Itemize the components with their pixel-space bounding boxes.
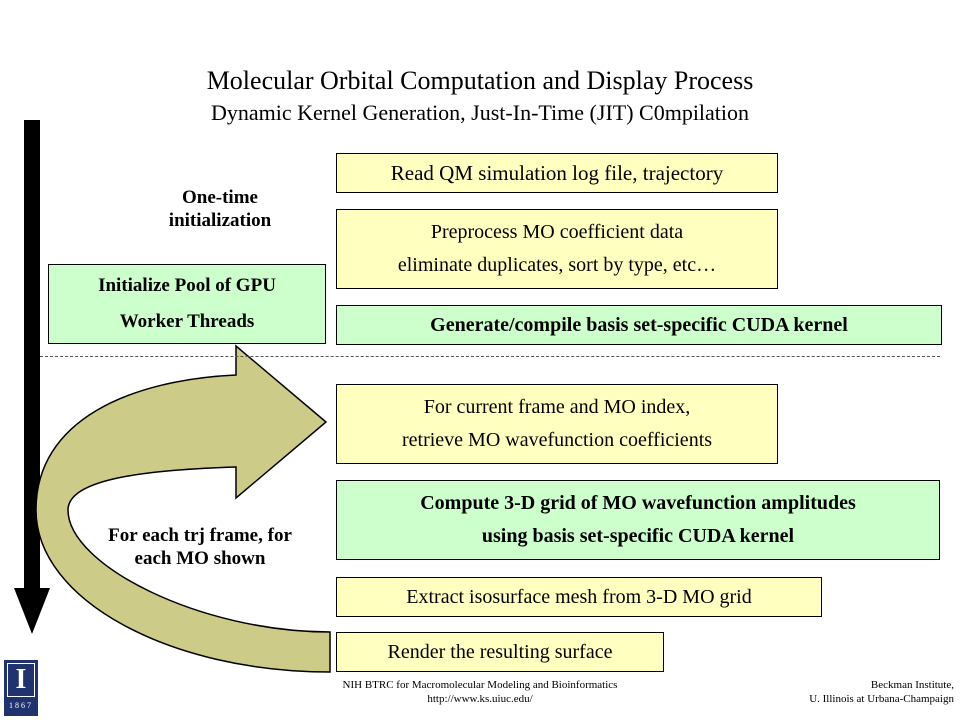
loop-section-label: For each trj frame, for each MO shown bbox=[62, 524, 338, 570]
university-seal-icon: I 1867 bbox=[4, 660, 38, 716]
footer-line: U. Illinois at Urbana-Champaign bbox=[809, 693, 954, 705]
step-read-log-box: Read QM simulation log file, trajectory bbox=[336, 153, 778, 193]
box-line: retrieve MO wavefunction coefficients bbox=[401, 429, 713, 451]
footer-center: NIH BTRC for Macromolecular Modeling and… bbox=[240, 678, 720, 706]
down-arrow-icon bbox=[14, 120, 50, 634]
footer-right: Beckman Institute, U. Illinois at Urbana… bbox=[700, 678, 954, 706]
step-render-surface-box: Render the resulting surface bbox=[336, 632, 664, 672]
init-section-label: One-time initialization bbox=[130, 186, 310, 232]
box-line: For current frame and MO index, bbox=[423, 396, 691, 418]
loop-label-line: each MO shown bbox=[134, 548, 266, 569]
loop-label-line: For each trj frame, for bbox=[108, 525, 292, 546]
footer-line: Beckman Institute, bbox=[870, 679, 954, 691]
footer-url-link[interactable]: http://www.ks.uiuc.edu/ bbox=[427, 693, 533, 705]
step-extract-isosurface-box: Extract isosurface mesh from 3-D MO grid bbox=[336, 577, 822, 617]
box-line: using basis set-specific CUDA kernel bbox=[481, 525, 795, 547]
box-line: Worker Threads bbox=[119, 311, 255, 332]
step-compute-grid-box: Compute 3-D grid of MO wavefunction ampl… bbox=[336, 480, 940, 560]
init-gpu-pool-box: Initialize Pool of GPU Worker Threads bbox=[48, 264, 326, 344]
box-line: Preprocess MO coefficient data bbox=[430, 221, 684, 243]
box-line: Generate/compile basis set-specific CUDA… bbox=[430, 313, 848, 336]
page-title: Molecular Orbital Computation and Displa… bbox=[206, 66, 754, 95]
section-divider bbox=[40, 356, 940, 357]
step-preprocess-box: Preprocess MO coefficient data eliminate… bbox=[336, 209, 778, 289]
box-line: Read QM simulation log file, trajectory bbox=[390, 160, 724, 185]
seal-letter: I bbox=[7, 663, 35, 697]
seal-year: 1867 bbox=[9, 701, 33, 710]
footer-line: NIH BTRC for Macromolecular Modeling and… bbox=[342, 679, 618, 691]
box-line: Initialize Pool of GPU bbox=[98, 275, 276, 296]
box-line: Render the resulting surface bbox=[387, 640, 613, 663]
page-subtitle: Dynamic Kernel Generation, Just-In-Time … bbox=[210, 100, 750, 125]
step-retrieve-coefficients-box: For current frame and MO index, retrieve… bbox=[336, 384, 778, 464]
box-line: Extract isosurface mesh from 3-D MO grid bbox=[406, 585, 752, 608]
step-generate-kernel-box: Generate/compile basis set-specific CUDA… bbox=[336, 305, 942, 345]
init-label-line: One-time bbox=[182, 187, 258, 208]
box-line: Compute 3-D grid of MO wavefunction ampl… bbox=[420, 492, 856, 514]
box-line: eliminate duplicates, sort by type, etc… bbox=[397, 254, 717, 276]
init-label-line: initialization bbox=[168, 210, 272, 231]
